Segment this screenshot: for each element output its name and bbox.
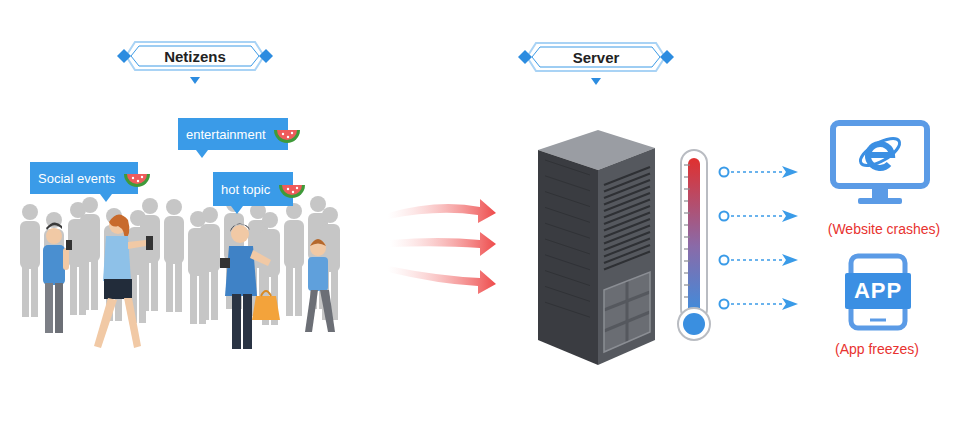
node-text: Server xyxy=(573,49,620,66)
people xyxy=(43,214,335,349)
phone-icon xyxy=(851,256,905,328)
monitor-icon xyxy=(833,123,927,204)
watermelon-icon xyxy=(277,181,307,205)
thermometer xyxy=(678,150,710,340)
watermelon-icon xyxy=(122,170,152,194)
status-label: (App freezes) xyxy=(835,341,919,357)
watermelon-icon xyxy=(272,126,302,150)
bubble-tail xyxy=(196,150,208,158)
node-text: APP xyxy=(854,278,902,304)
bubble-tail xyxy=(231,206,243,214)
node-text: Netizens xyxy=(164,48,226,65)
banner-label: Server xyxy=(526,42,666,72)
crowd-silhouettes xyxy=(20,196,340,325)
traffic-arrows xyxy=(388,199,496,294)
app-badge: APP xyxy=(845,273,911,309)
banner-label: Netizens xyxy=(125,41,265,71)
dotted-arrows xyxy=(720,166,799,310)
speech-bubble: Social events xyxy=(30,162,138,194)
node-text: Social events xyxy=(38,171,115,186)
server-rack xyxy=(538,130,655,365)
speech-bubble: entertainment xyxy=(178,118,288,150)
bubble-tail xyxy=(100,194,112,202)
speech-bubble: hot topic xyxy=(213,172,293,206)
node-text: entertainment xyxy=(186,127,266,142)
status-label: (Website crashes) xyxy=(828,221,941,237)
node-text: hot topic xyxy=(221,182,270,197)
